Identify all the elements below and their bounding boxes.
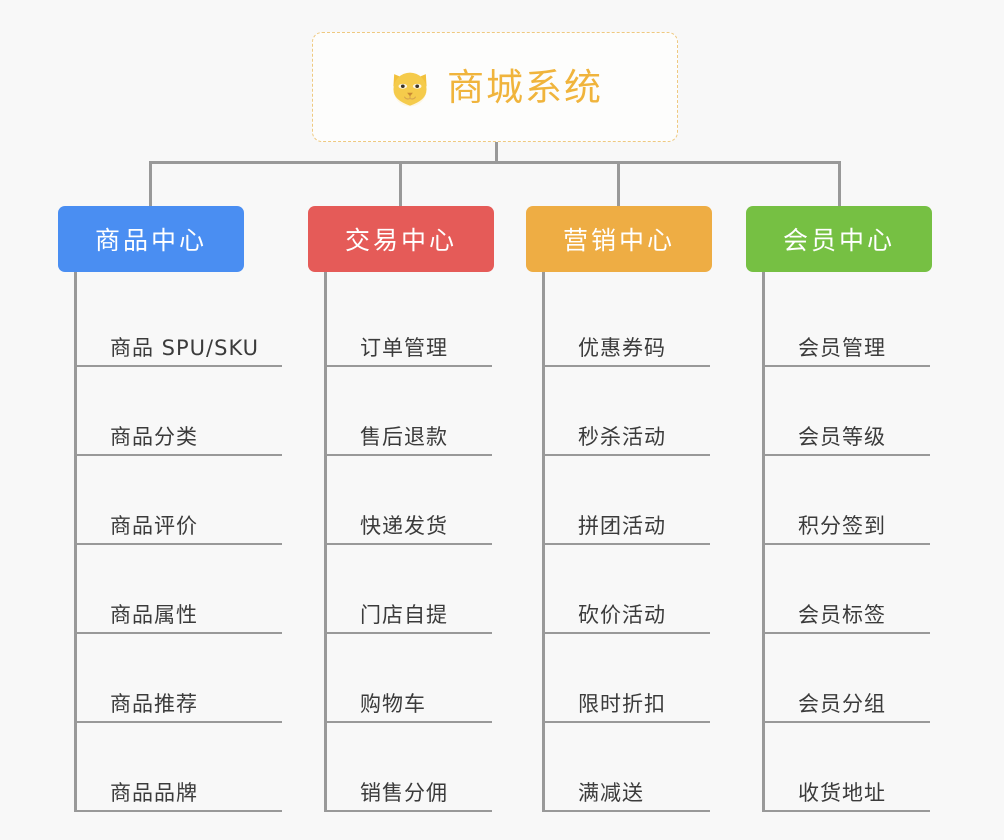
- leaf-item[interactable]: 商品属性: [77, 545, 282, 634]
- leaf-label: 商品品牌: [110, 780, 198, 805]
- category-column-1: 商品中心商品 SPU/SKU 商品分类商品评价商品属性商品推荐商品品牌: [58, 206, 282, 812]
- leaf-item[interactable]: 优惠券码: [545, 278, 712, 367]
- leaf-underline: [327, 454, 492, 456]
- leaf-item[interactable]: 售后退款: [327, 367, 494, 456]
- leaf-list-4: 会员管理会员等级积分签到会员标签会员分组收货地址: [762, 272, 932, 812]
- leaf-item[interactable]: 拼团活动: [545, 456, 712, 545]
- leaf-label: 订单管理: [360, 335, 448, 360]
- connector-drop-1: [149, 161, 152, 206]
- leaf-item[interactable]: 满减送: [545, 723, 712, 812]
- leaf-item[interactable]: 会员管理: [765, 278, 932, 367]
- leaf-label: 会员管理: [798, 335, 886, 360]
- connector-drop-2: [399, 161, 402, 206]
- leaf-item[interactable]: 限时折扣: [545, 634, 712, 723]
- connector-trunk: [495, 142, 498, 164]
- leaf-label: 商品属性: [110, 602, 198, 627]
- leaf-item[interactable]: 购物车: [327, 634, 494, 723]
- leaf-underline: [765, 810, 930, 812]
- leaf-underline: [765, 365, 930, 367]
- connector-bus: [149, 161, 841, 164]
- category-column-2: 交易中心订单管理售后退款快递发货门店自提购物车销售分佣: [308, 206, 494, 812]
- category-column-3: 营销中心优惠券码秒杀活动拼团活动砍价活动限时折扣满减送: [526, 206, 712, 812]
- leaf-label: 收货地址: [798, 780, 886, 805]
- leaf-underline: [765, 543, 930, 545]
- leaf-label: 快递发货: [360, 513, 448, 538]
- category-column-4: 会员中心会员管理会员等级积分签到会员标签会员分组收货地址: [746, 206, 932, 812]
- leaf-item[interactable]: 砍价活动: [545, 545, 712, 634]
- leaf-label: 购物车: [360, 691, 426, 716]
- leaf-label: 门店自提: [360, 602, 448, 627]
- leaf-underline: [77, 632, 282, 634]
- connector-drop-3: [617, 161, 620, 206]
- leaf-item[interactable]: 商品品牌: [77, 723, 282, 812]
- leaf-item[interactable]: 销售分佣: [327, 723, 494, 812]
- leaf-underline: [765, 454, 930, 456]
- leaf-underline: [77, 543, 282, 545]
- category-box-3[interactable]: 营销中心: [526, 206, 712, 272]
- leaf-underline: [765, 721, 930, 723]
- leaf-item[interactable]: 会员等级: [765, 367, 932, 456]
- leaf-label: 销售分佣: [360, 780, 448, 805]
- leaf-label: 售后退款: [360, 424, 448, 449]
- leaf-underline: [765, 632, 930, 634]
- shiba-dog-icon: [387, 64, 433, 110]
- category-box-4[interactable]: 会员中心: [746, 206, 932, 272]
- leaf-item[interactable]: 快递发货: [327, 456, 494, 545]
- leaf-item[interactable]: 会员分组: [765, 634, 932, 723]
- leaf-label: 秒杀活动: [578, 424, 666, 449]
- leaf-underline: [545, 543, 710, 545]
- leaf-item[interactable]: 订单管理: [327, 278, 494, 367]
- leaf-underline: [327, 810, 492, 812]
- leaf-item[interactable]: 商品分类: [77, 367, 282, 456]
- leaf-item[interactable]: 门店自提: [327, 545, 494, 634]
- leaf-list-1: 商品 SPU/SKU 商品分类商品评价商品属性商品推荐商品品牌: [74, 272, 282, 812]
- leaf-label: 商品分类: [110, 424, 198, 449]
- leaf-underline: [545, 365, 710, 367]
- leaf-item[interactable]: 会员标签: [765, 545, 932, 634]
- leaf-underline: [327, 632, 492, 634]
- leaf-item[interactable]: 秒杀活动: [545, 367, 712, 456]
- leaf-item[interactable]: 收货地址: [765, 723, 932, 812]
- leaf-underline: [77, 365, 282, 367]
- leaf-label: 会员分组: [798, 691, 886, 716]
- leaf-list-2: 订单管理售后退款快递发货门店自提购物车销售分佣: [324, 272, 494, 812]
- leaf-label: 拼团活动: [578, 513, 666, 538]
- leaf-item[interactable]: 商品 SPU/SKU: [77, 278, 282, 367]
- leaf-label: 积分签到: [798, 513, 886, 538]
- leaf-underline: [545, 721, 710, 723]
- leaf-item[interactable]: 商品评价: [77, 456, 282, 545]
- leaf-list-3: 优惠券码秒杀活动拼团活动砍价活动限时折扣满减送: [542, 272, 712, 812]
- leaf-underline: [77, 721, 282, 723]
- leaf-underline: [77, 810, 282, 812]
- leaf-label: 商品 SPU/SKU: [110, 335, 260, 360]
- root-node-商城系统[interactable]: 商城系统: [312, 32, 678, 142]
- leaf-item[interactable]: 商品推荐: [77, 634, 282, 723]
- leaf-underline: [327, 721, 492, 723]
- leaf-underline: [545, 454, 710, 456]
- leaf-label: 优惠券码: [578, 335, 666, 360]
- leaf-underline: [327, 543, 492, 545]
- leaf-underline: [545, 632, 710, 634]
- leaf-label: 商品推荐: [110, 691, 198, 716]
- category-box-1[interactable]: 商品中心: [58, 206, 244, 272]
- connector-drop-4: [838, 161, 841, 206]
- leaf-label: 会员标签: [798, 602, 886, 627]
- leaf-label: 砍价活动: [578, 602, 666, 627]
- leaf-item[interactable]: 积分签到: [765, 456, 932, 545]
- category-box-2[interactable]: 交易中心: [308, 206, 494, 272]
- leaf-label: 会员等级: [798, 424, 886, 449]
- leaf-underline: [77, 454, 282, 456]
- leaf-underline: [545, 810, 710, 812]
- leaf-label: 满减送: [578, 780, 644, 805]
- leaf-label: 限时折扣: [578, 691, 666, 716]
- leaf-underline: [327, 365, 492, 367]
- root-title: 商城系统: [447, 65, 603, 109]
- leaf-label: 商品评价: [110, 513, 198, 538]
